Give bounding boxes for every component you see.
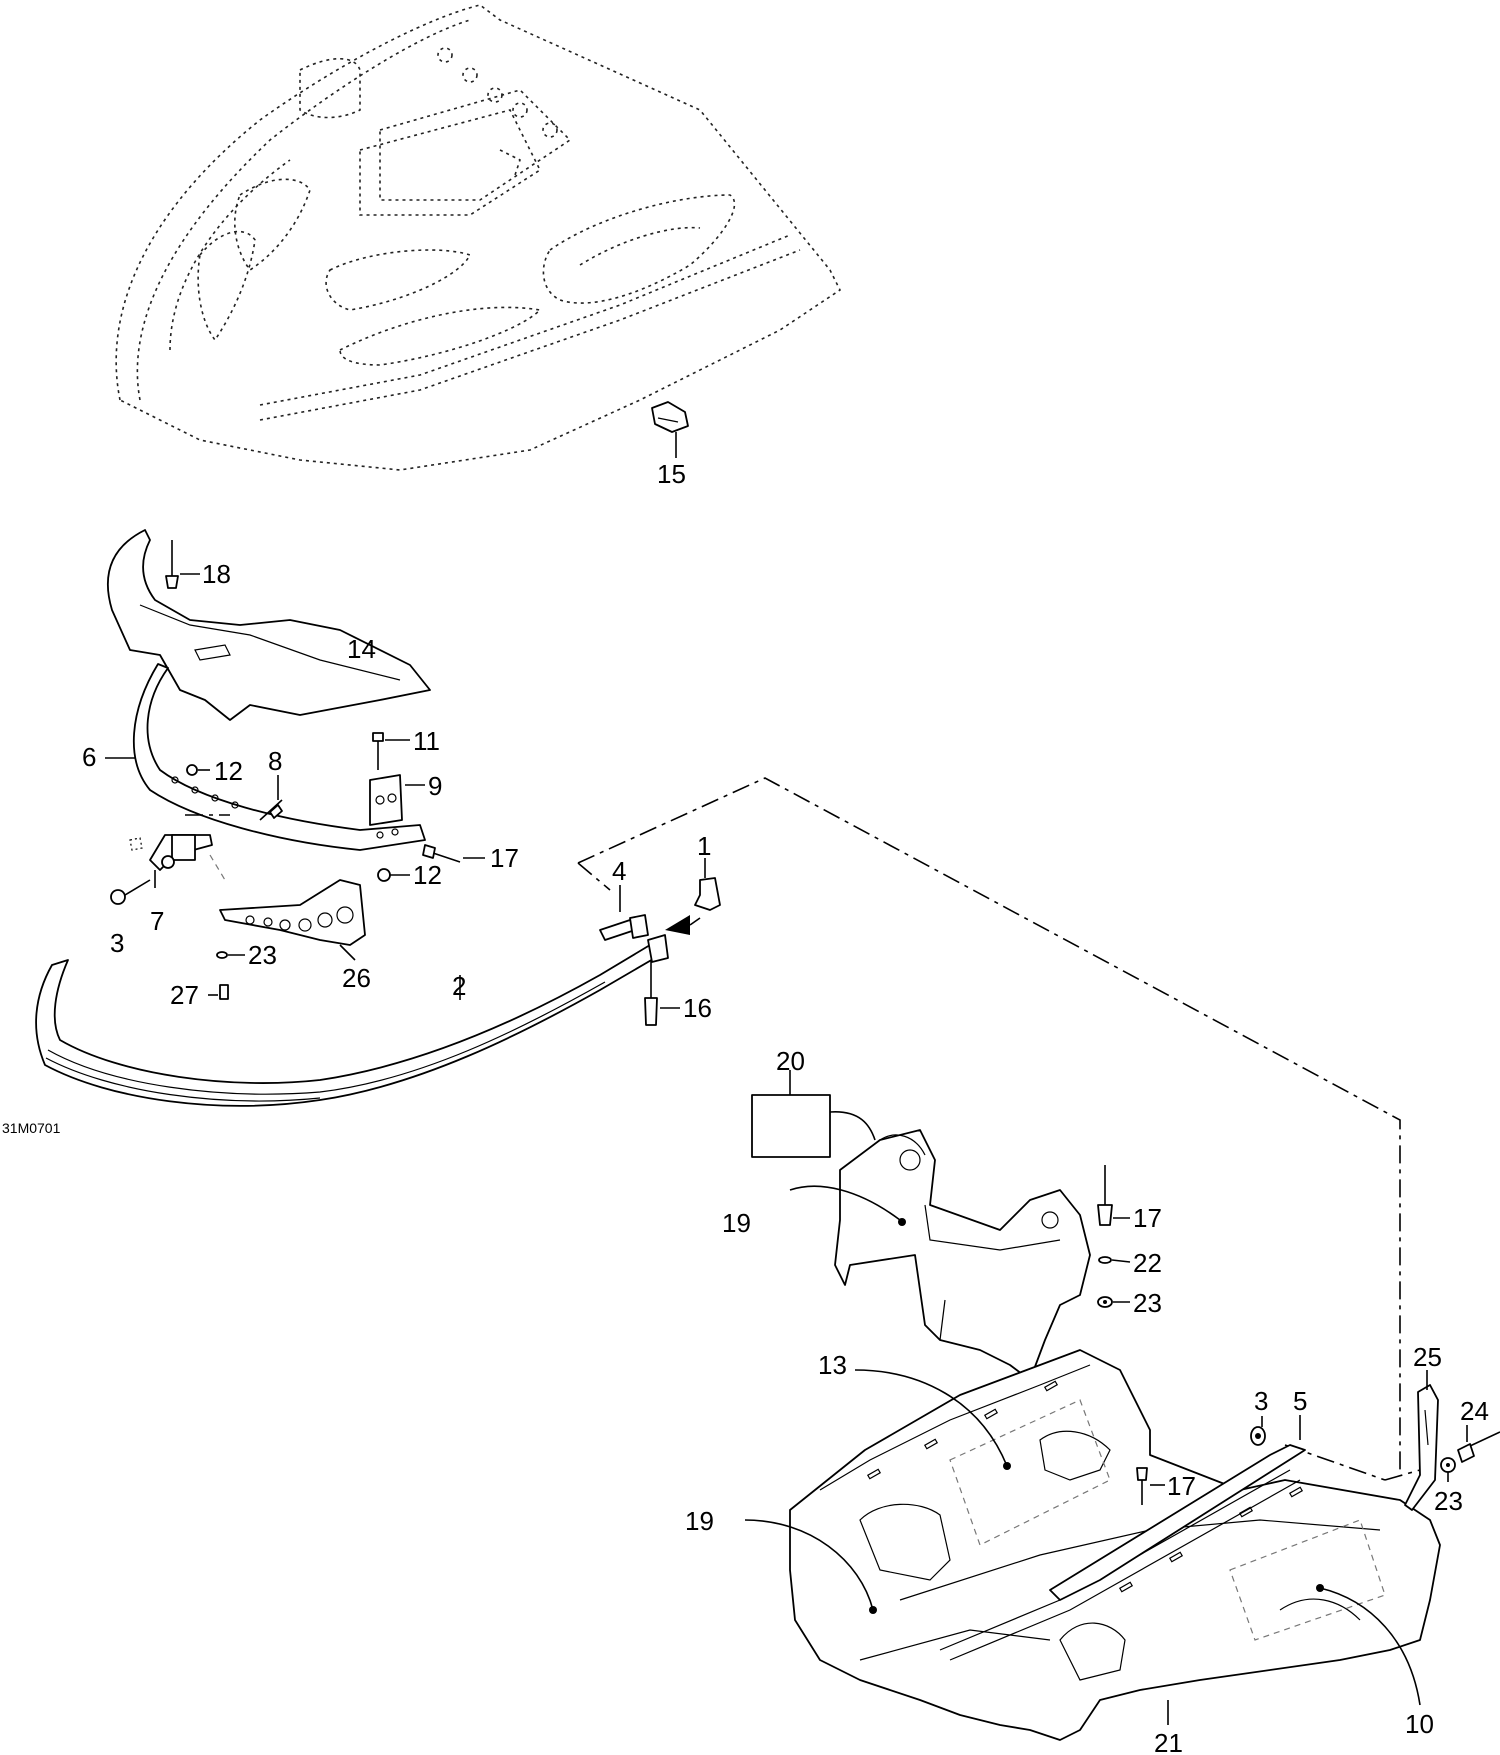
callout-24: 24	[1460, 1396, 1489, 1426]
callout-1: 1	[697, 831, 711, 861]
part-3-nut-left	[110, 879, 151, 905]
part-23-washer-left	[216, 951, 245, 959]
callout-15: 15	[657, 459, 686, 489]
hood-outline	[115, 4, 842, 471]
part-16-pin	[644, 960, 680, 1026]
callout-19-upper: 19	[722, 1208, 751, 1238]
part-26-bracket	[219, 879, 366, 961]
callout-labels: 15 18 14 6 11 12 8 9 17 12 3 7 23 26 27 …	[2, 459, 1489, 1755]
lower-belly-pan	[744, 1349, 1441, 1741]
callout-17-upper: 17	[490, 843, 519, 873]
callout-8: 8	[268, 746, 282, 776]
part-6-frame	[105, 663, 426, 851]
part-17-rivet-upper	[422, 844, 485, 863]
slot-holes	[866, 1380, 1304, 1593]
part-2-bumper	[35, 934, 669, 1107]
part-18-pin	[165, 540, 200, 589]
callout-20: 20	[776, 1046, 805, 1076]
callout-17-lower: 17	[1167, 1471, 1196, 1501]
callout-2: 2	[452, 971, 466, 1001]
part-24-screw	[1457, 1425, 1500, 1463]
callout-23-mid: 23	[1133, 1288, 1162, 1318]
callout-16: 16	[683, 993, 712, 1023]
callout-11: 11	[413, 726, 440, 756]
callout-26: 26	[342, 963, 371, 993]
callout-7: 7	[150, 906, 164, 936]
callout-23-left: 23	[248, 940, 277, 970]
reference-code: 31M0701	[2, 1120, 61, 1136]
callout-12-upper: 12	[214, 756, 243, 786]
part-12-nut-lower	[377, 868, 410, 882]
part-23-washer-right	[1440, 1457, 1456, 1482]
part-11-bolt	[372, 732, 410, 770]
part-25-bracket	[1404, 1370, 1439, 1511]
callout-27: 27	[170, 980, 199, 1010]
callout-19-lower: 19	[685, 1506, 714, 1536]
callout-14: 14	[347, 634, 376, 664]
callout-3-right: 3	[1254, 1386, 1268, 1416]
callout-21: 21	[1154, 1728, 1183, 1755]
part-9-bracket	[369, 774, 425, 826]
part-4-bolt	[599, 885, 649, 941]
callout-23-right: 23	[1434, 1486, 1463, 1516]
part-22-washer	[1098, 1256, 1131, 1264]
callout-5: 5	[1293, 1386, 1307, 1416]
callout-22: 22	[1133, 1248, 1162, 1278]
part-3-nut-right	[1250, 1416, 1266, 1446]
part-23-washer-mid	[1097, 1296, 1130, 1308]
part-5-rail	[1049, 1415, 1306, 1601]
part-17-rivet-lower	[1136, 1467, 1165, 1505]
part-7-bracket	[129, 834, 226, 888]
part-15-clip	[651, 401, 689, 458]
part-8-rivet	[259, 775, 283, 821]
part-17-rivet-right	[1097, 1165, 1130, 1226]
callout-12-lower: 12	[413, 860, 442, 890]
callout-25: 25	[1413, 1342, 1442, 1372]
callout-6: 6	[82, 742, 96, 772]
part-12-nut-upper	[186, 764, 210, 776]
part-14-upper-moulding	[107, 529, 431, 721]
part-1-clip	[665, 858, 721, 935]
callout-9: 9	[428, 771, 442, 801]
callout-17-right: 17	[1133, 1203, 1162, 1233]
callout-18: 18	[202, 559, 231, 589]
callout-3-left: 3	[110, 928, 124, 958]
part-20-label	[751, 1070, 876, 1158]
part-27-screw	[208, 984, 229, 1000]
callout-10: 10	[1405, 1709, 1434, 1739]
part-19-upper-pan	[789, 1129, 1091, 1381]
callout-13: 13	[818, 1350, 847, 1380]
callout-4: 4	[612, 856, 626, 886]
